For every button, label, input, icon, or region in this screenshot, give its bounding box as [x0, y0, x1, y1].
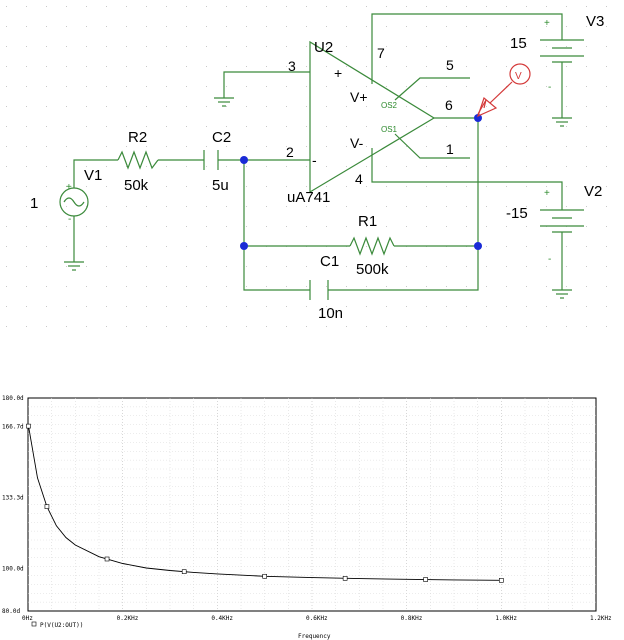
r2-ref: R2 [128, 129, 147, 146]
c2-ref: C2 [212, 129, 231, 146]
v2-battery-symbol[interactable] [540, 209, 584, 233]
legend-marker-icon [31, 621, 37, 627]
c1-capacitor-symbol[interactable] [309, 280, 329, 300]
trace-marker [499, 578, 504, 583]
x-tick-label: 0.8KHz [401, 615, 423, 622]
ground-icon [552, 117, 572, 127]
os2-label: OS2 [381, 101, 398, 110]
v1-plus-sign: + [66, 182, 72, 193]
opamp-model: uA741 [287, 189, 330, 206]
v1-source-symbol[interactable] [59, 187, 89, 262]
pin-minus-number: 2 [286, 144, 294, 160]
x-tick-label: 1.0KHz [495, 615, 517, 622]
v3-minus-sign: - [548, 82, 551, 93]
y-tick-labels: 80.0d 100.0d 133.3d 166.7d 180.0d [2, 395, 24, 615]
x-tick-label: 0.4KHz [211, 615, 233, 622]
legend-series-label: P(V(U2:OUT)) [40, 622, 83, 629]
x-axis-label: Frequency [298, 633, 331, 640]
ground-icon [214, 97, 234, 107]
r1-resistor-symbol[interactable] [349, 236, 395, 256]
y-tick-label: 100.0d [2, 565, 24, 572]
pin-os1-number: 1 [446, 141, 454, 157]
junction-node [474, 114, 482, 122]
y-tick-label: 166.7d [2, 423, 24, 430]
v2-value: -15 [506, 205, 528, 222]
junction-node [474, 242, 482, 250]
opamp-ref: U2 [314, 39, 333, 56]
trace-markers [26, 423, 504, 583]
r2-resistor-symbol[interactable] [117, 150, 159, 170]
pin-out-number: 6 [445, 97, 453, 113]
trace-marker [262, 573, 267, 579]
x-tick-label: 1.2KHz [590, 615, 612, 622]
v2-minus-sign: - [548, 254, 551, 265]
pin-vminus-number: 4 [355, 171, 363, 187]
x-tick-labels: 0Hz 0.2KHz 0.4KHz 0.6KHz 0.8KHz 1.0KHz 1.2KHz [22, 615, 612, 622]
os1-label: OS1 [381, 125, 398, 134]
v3-battery-symbol[interactable] [540, 39, 584, 63]
junction-node [240, 242, 248, 250]
vplus-label: V+ [350, 89, 368, 105]
trace-marker [44, 504, 50, 509]
trace-marker [181, 569, 187, 574]
opamp-symbol[interactable] [309, 40, 436, 194]
y-tick-label: 133.3d [2, 494, 24, 501]
ground-icon [64, 261, 84, 271]
v3-ref: V3 [586, 13, 604, 30]
y-tick-label: 80.0d [2, 608, 20, 615]
y-tick-label: 180.0d [2, 395, 24, 402]
phase-trace [28, 426, 502, 581]
x-tick-label: 0.6KHz [306, 615, 328, 622]
pin-vplus-number: 7 [377, 45, 385, 61]
v1-value: 1 [30, 195, 38, 212]
v1-ref: V1 [84, 167, 102, 184]
junction-node [240, 156, 248, 164]
probe-label: V [515, 71, 522, 82]
v2-ref: V2 [584, 183, 602, 200]
r2-value: 50k [124, 177, 149, 194]
trace-marker [104, 556, 110, 562]
r1-value: 500k [356, 261, 389, 278]
r1-ref: R1 [358, 213, 377, 230]
trace-marker [26, 423, 31, 429]
vminus-label: V- [350, 135, 364, 151]
c1-value: 10n [318, 305, 343, 322]
opamp-minus-sign: - [312, 152, 317, 168]
c2-capacitor-symbol[interactable] [203, 150, 219, 170]
v3-value: 15 [510, 35, 527, 52]
trace-marker [342, 576, 348, 581]
pin-plus-number: 3 [288, 58, 296, 74]
pin-os2-number: 5 [446, 57, 454, 73]
v3-plus-sign: + [544, 18, 550, 29]
opamp-plus-sign: + [334, 65, 342, 81]
c1-ref: C1 [320, 253, 339, 270]
v1-minus-sign: - [68, 214, 71, 225]
c2-value: 5u [212, 177, 229, 194]
schematic-canvas[interactable]: + - U2 uA741 3 2 7 4 6 5 1 V+ V- OS2 OS1… [0, 0, 624, 345]
ground-icon [552, 289, 572, 299]
wires [73, 13, 563, 291]
trace-marker [423, 577, 428, 582]
v2-plus-sign: + [544, 188, 550, 199]
x-tick-label: 0Hz [22, 615, 33, 622]
voltage-probe-icon[interactable] [477, 63, 531, 118]
x-tick-label: 0.2KHz [117, 615, 139, 622]
